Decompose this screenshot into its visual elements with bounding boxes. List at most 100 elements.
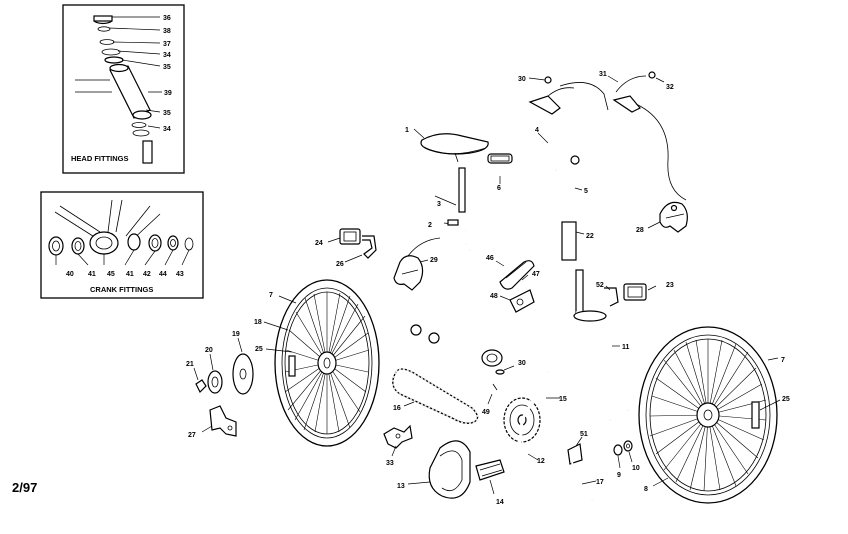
callout-51: 51 <box>580 431 588 438</box>
callout-24: 24 <box>315 240 323 247</box>
callout-45: 45 <box>107 271 115 278</box>
front-wheel <box>638 326 778 504</box>
handlebar-stem <box>554 155 580 219</box>
caliper-brake-rear <box>659 201 688 233</box>
date-code: 2/97 <box>12 480 37 495</box>
callout-11: 11 <box>622 344 630 351</box>
reflector-bracket <box>362 235 377 259</box>
callout-12: 12 <box>537 458 545 465</box>
crank-fittings-caption: CRANK FITTINGS <box>90 285 153 294</box>
brake-cable-rear <box>635 103 687 201</box>
callout-26: 26 <box>336 261 344 268</box>
callout-13: 13 <box>397 483 405 490</box>
callout-6: 6 <box>497 185 501 192</box>
callout-21: 21 <box>186 361 194 368</box>
callout-52: 52 <box>596 282 604 289</box>
callout-20: 20 <box>205 347 213 354</box>
callout-28: 28 <box>636 227 644 234</box>
callout-4: 4 <box>535 127 539 134</box>
crank-arm-left <box>516 419 524 467</box>
callout-19: 19 <box>232 331 240 338</box>
axle-nut <box>195 379 207 394</box>
callout-35: 35 <box>163 64 171 71</box>
callout-7-rear: 7 <box>269 292 273 299</box>
crank-fittings-inset: 40 41 45 41 42 44 43 CRANK FITTINGS <box>40 191 204 299</box>
spoke-protector-disc <box>232 353 254 395</box>
front-fork <box>573 269 630 422</box>
cotter-pin <box>492 369 505 391</box>
rear-wheel <box>274 279 380 447</box>
callout-37: 37 <box>163 41 171 48</box>
front-axle-nut <box>613 444 623 456</box>
callout-14: 14 <box>496 499 504 506</box>
callout-25-rear: 25 <box>255 346 263 353</box>
derailleur-hanger <box>209 405 237 437</box>
brake-cable-front <box>559 82 609 111</box>
brake-lever-right <box>612 71 656 113</box>
bag-bracket <box>509 289 535 313</box>
saddle <box>420 133 489 163</box>
handlebar <box>487 131 628 164</box>
callout-50: 30 <box>518 360 526 367</box>
callout-16: 16 <box>393 405 401 412</box>
callout-34: 34 <box>163 52 171 59</box>
callout-38: 38 <box>163 28 171 35</box>
callout-10: 10 <box>632 465 640 472</box>
callout-32: 32 <box>666 84 674 91</box>
front-reflector <box>339 228 361 245</box>
rear-wheel-reflector <box>288 355 296 377</box>
callout-41: 41 <box>88 271 96 278</box>
callout-29: 29 <box>430 257 438 264</box>
callout-22: 22 <box>586 233 594 240</box>
callout-40: 40 <box>66 271 74 278</box>
callout-25-front: 25 <box>782 396 790 403</box>
tool-bag <box>499 260 535 290</box>
callout-36: 36 <box>163 15 171 22</box>
pedal <box>475 459 505 481</box>
front-axle-washer <box>623 440 633 452</box>
callout-47: 47 <box>532 271 540 278</box>
callout-34-lower: 34 <box>163 126 171 133</box>
callout-44: 44 <box>159 271 167 278</box>
freewheel <box>207 370 223 394</box>
callout-1: 1 <box>405 127 409 134</box>
callout-27: 27 <box>188 432 196 439</box>
chain-guard <box>428 440 471 499</box>
callout-30: 30 <box>518 76 526 83</box>
callout-43: 43 <box>176 271 184 278</box>
seat-post <box>458 167 466 213</box>
callout-3: 3 <box>437 201 441 208</box>
callout-15: 15 <box>559 396 567 403</box>
callout-48: 48 <box>490 293 498 300</box>
callout-23: 23 <box>666 282 674 289</box>
callout-46: 46 <box>486 255 494 262</box>
chain <box>392 368 479 424</box>
callout-39: 39 <box>164 90 172 97</box>
callout-42: 42 <box>143 271 151 278</box>
callout-2: 2 <box>428 222 432 229</box>
callout-8: 8 <box>644 486 648 493</box>
callout-9: 9 <box>617 472 621 479</box>
callout-35-lower: 35 <box>163 110 171 117</box>
head-reflector <box>623 283 647 301</box>
callout-49: 49 <box>482 409 490 416</box>
callout-41-right: 41 <box>126 271 134 278</box>
callout-31: 31 <box>599 71 607 78</box>
brake-lever-left <box>528 76 575 115</box>
seat-clamp-bolt <box>447 219 459 226</box>
kickstand <box>567 443 593 501</box>
rear-derailleur <box>383 424 413 449</box>
front-wheel-reflector <box>751 401 760 429</box>
callout-7-front: 7 <box>781 357 785 364</box>
head-fittings-inset: 36 38 37 34 35 39 35 34 HEAD FITTINGS <box>62 4 185 174</box>
callout-33: 33 <box>386 460 394 467</box>
callout-5: 5 <box>584 188 588 195</box>
caliper-brake-front <box>393 237 441 291</box>
callout-17: 17 <box>596 479 604 486</box>
handlebar-grip <box>487 153 513 164</box>
head-reflector-bracket <box>604 287 619 307</box>
head-fittings-caption: HEAD FITTINGS <box>71 154 129 163</box>
crank-arm-right <box>520 371 550 421</box>
